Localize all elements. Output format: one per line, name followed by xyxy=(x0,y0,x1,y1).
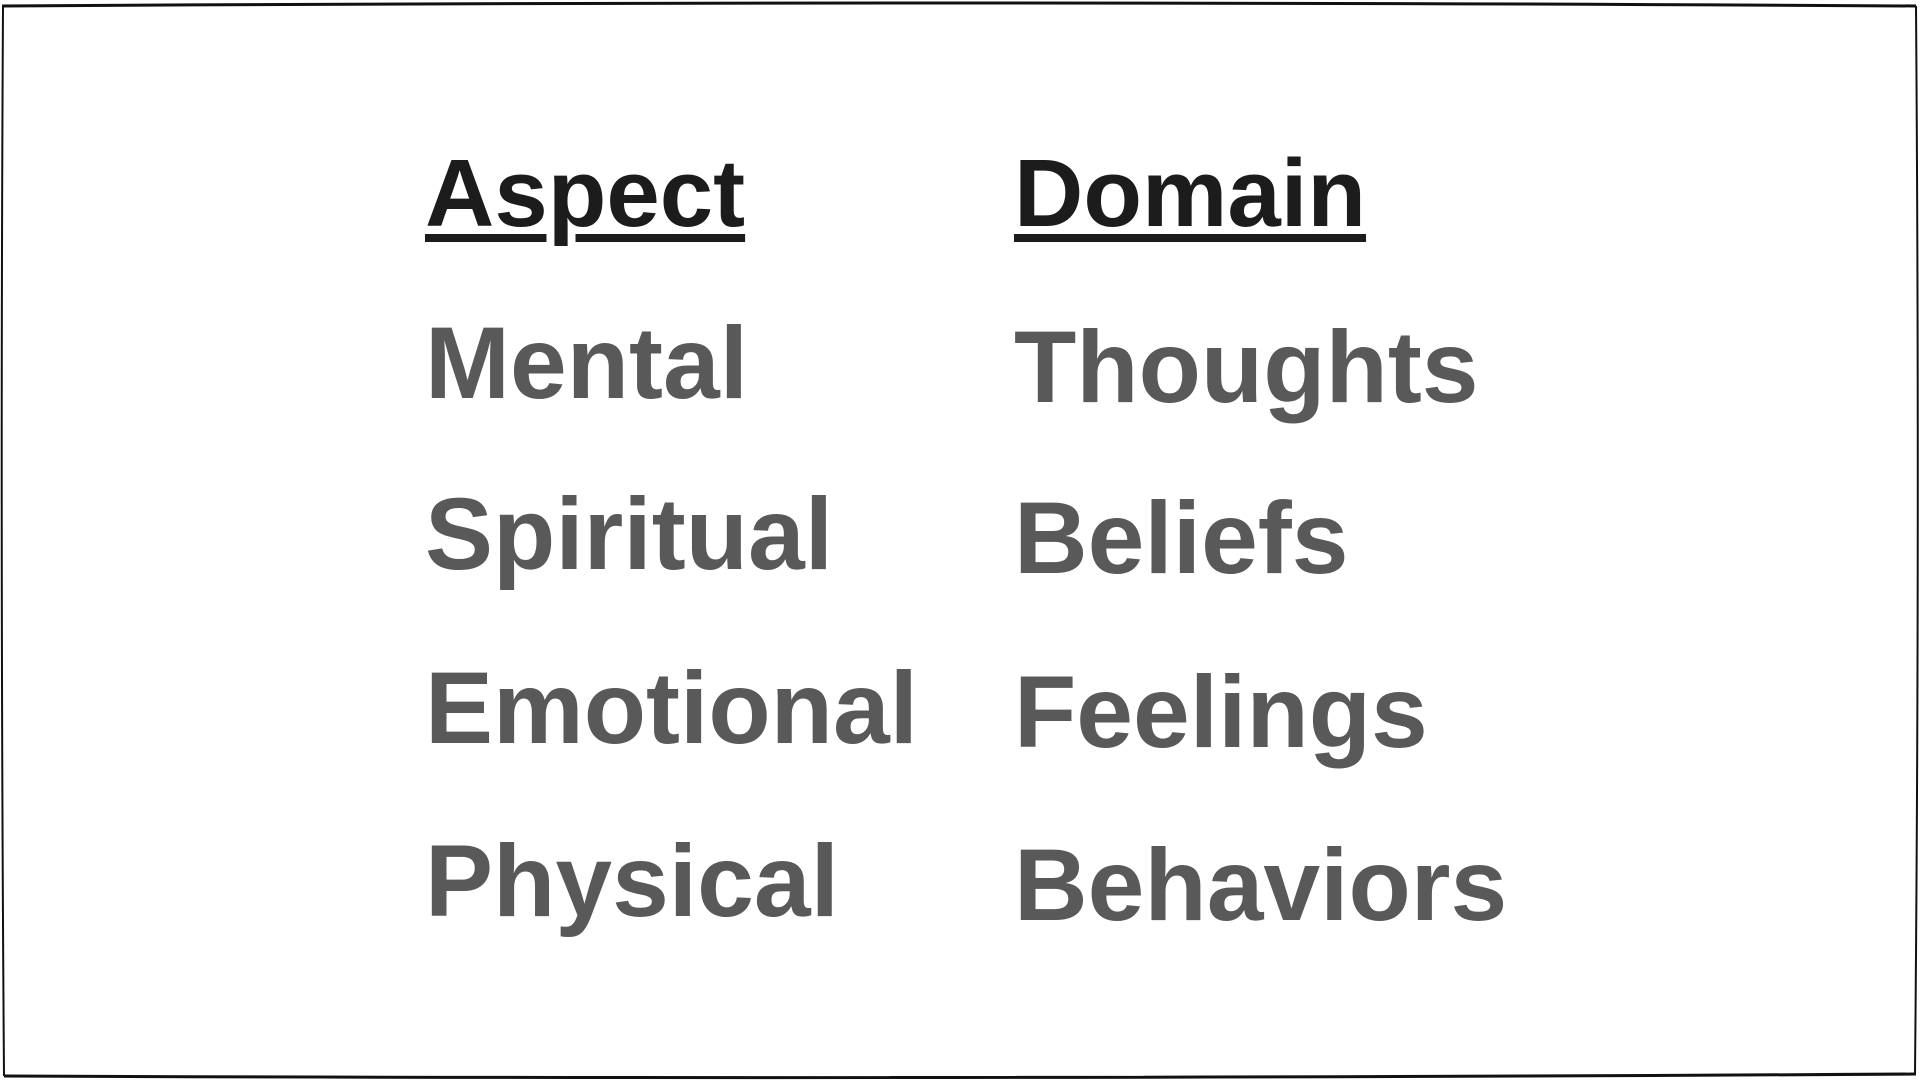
domain-item-behaviors: Behaviors xyxy=(1014,828,1508,942)
aspect-item-spiritual: Spiritual xyxy=(425,477,834,591)
aspect-item-mental: Mental xyxy=(425,306,749,420)
domain-header: Domain xyxy=(1014,140,1367,247)
domain-item-beliefs: Beliefs xyxy=(1014,481,1349,595)
domain-item-thoughts: Thoughts xyxy=(1014,310,1479,424)
domain-item-feelings: Feelings xyxy=(1014,655,1428,769)
aspect-item-emotional: Emotional xyxy=(425,651,919,765)
aspect-item-physical: Physical xyxy=(425,824,839,938)
aspect-header: Aspect xyxy=(425,140,746,247)
